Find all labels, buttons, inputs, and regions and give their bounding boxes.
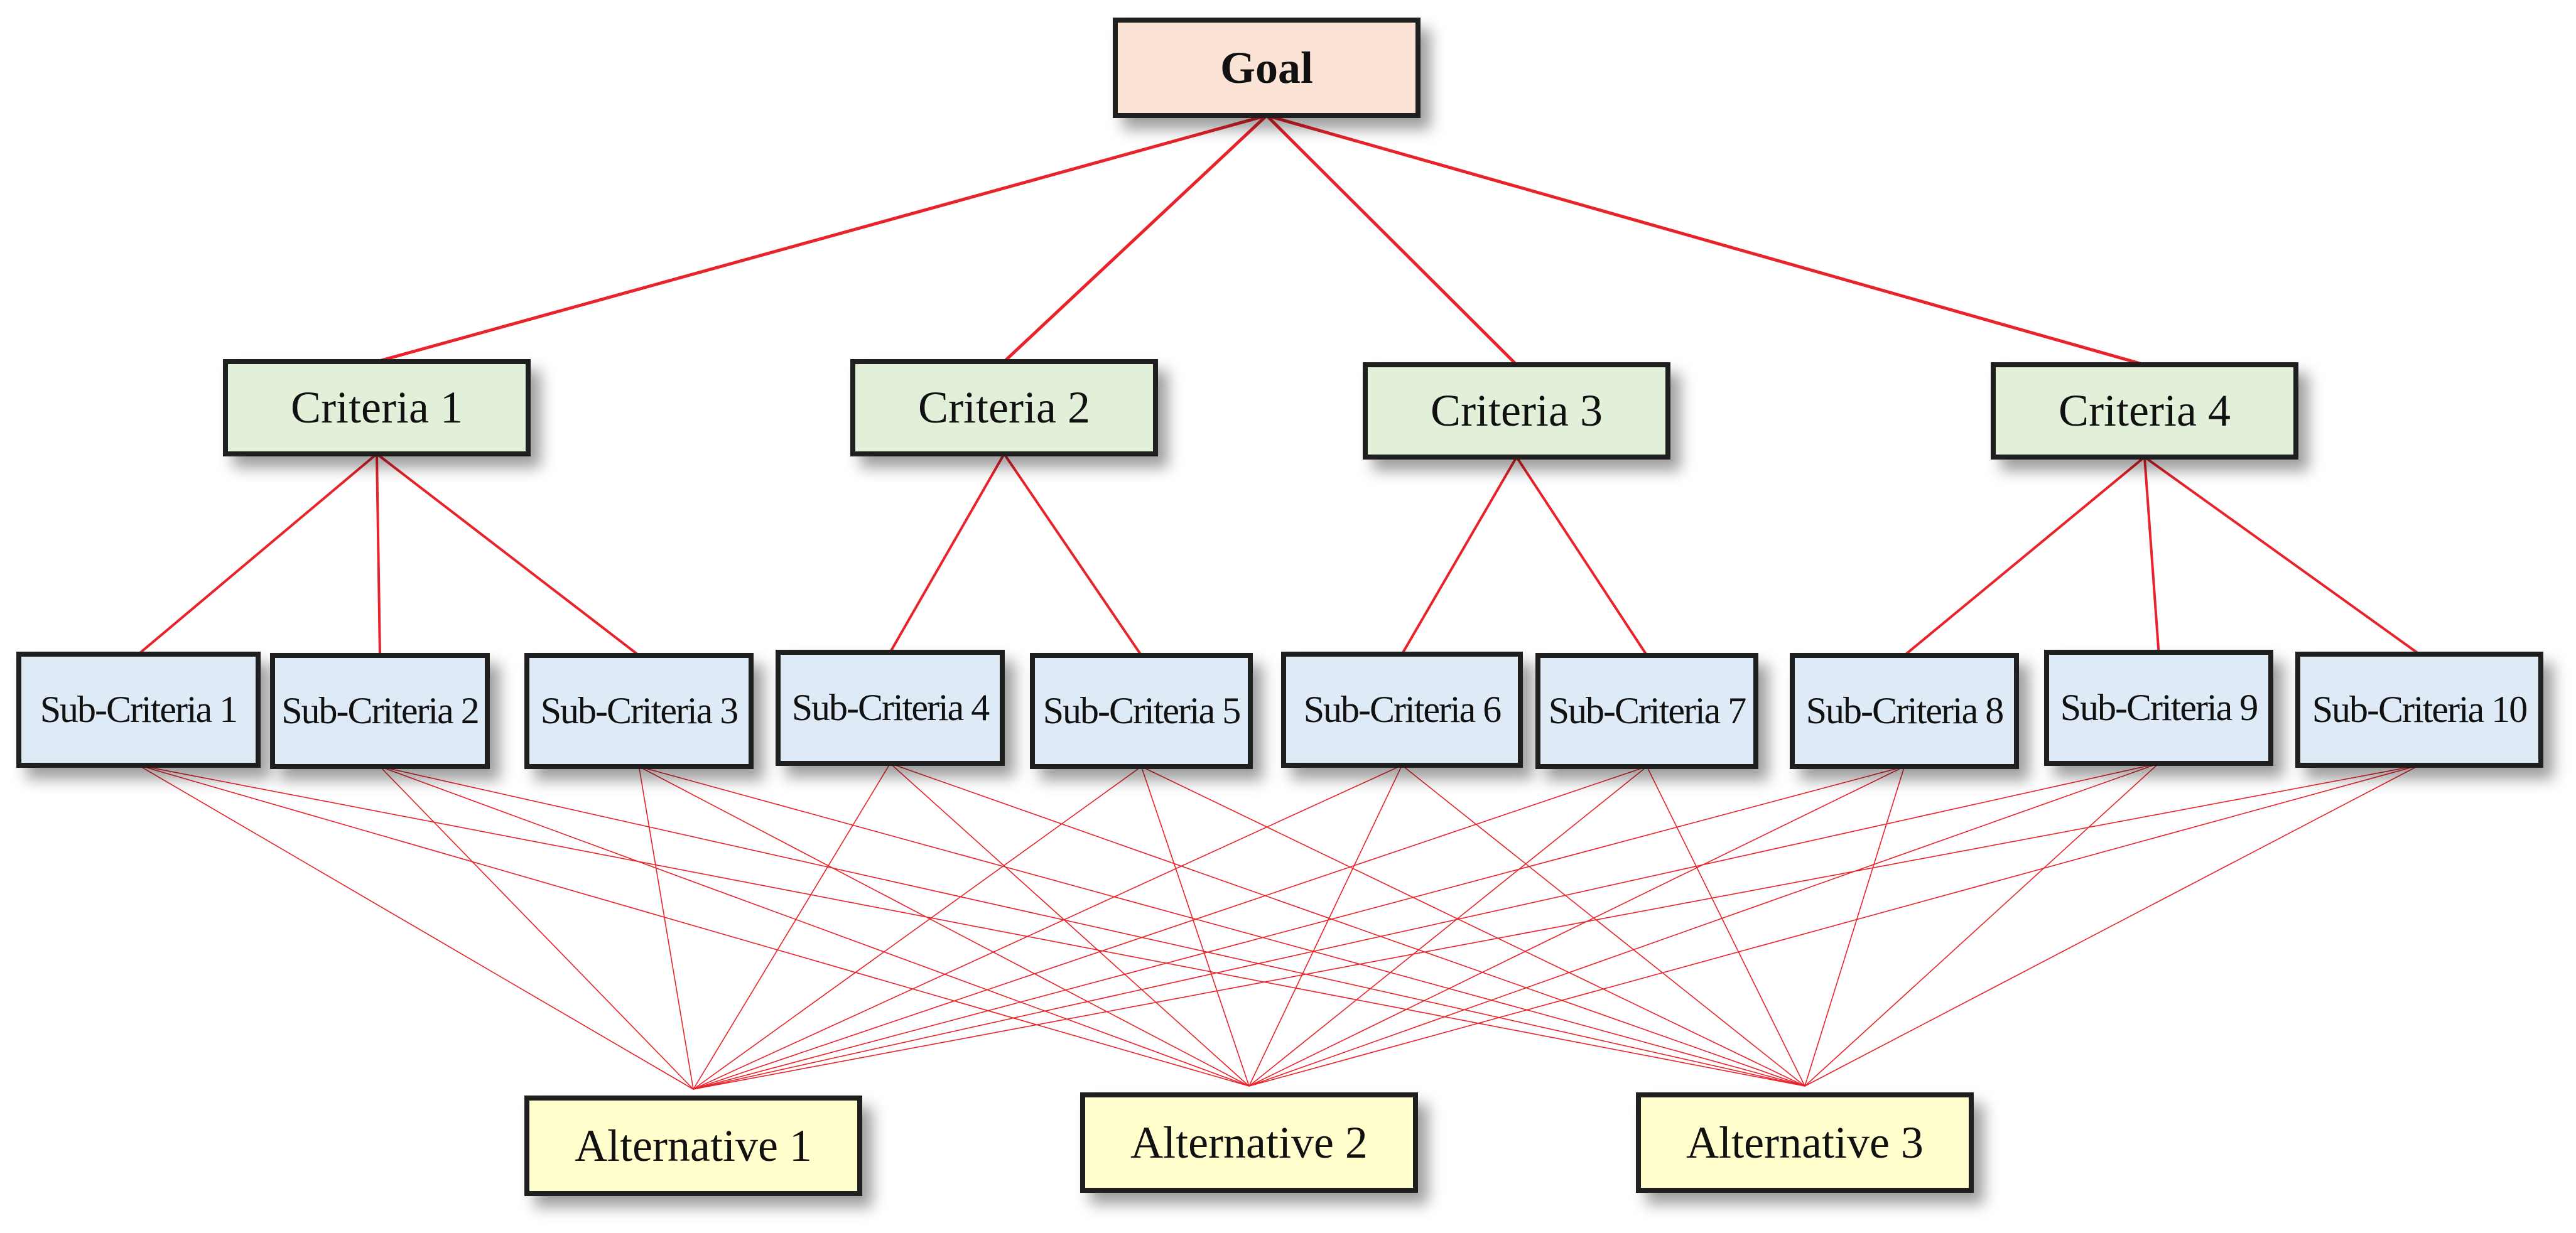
sub-criteria-1-node: Sub-Criteria 1 [16,652,261,768]
sub-criteria-6-node: Sub-Criteria 6 [1281,652,1523,768]
edge-sub-criteria-5-to-alternative-1 [693,766,1142,1090]
edge-sub-criteria-8-to-alternative-3 [1804,766,1905,1087]
edge-sub-criteria-3-to-alternative-1 [638,766,694,1090]
edge-sub-criteria-7-to-alternative-3 [1646,766,1805,1087]
edge-sub-criteria-1-to-alternative-3 [138,765,1805,1087]
edge-sub-criteria-9-to-alternative-3 [1804,763,2160,1087]
edge-sub-criteria-7-to-alternative-2 [1248,766,1648,1087]
edge-criteria-3-to-sub-criteria-6 [1400,456,1518,655]
alternative-3-node: Alternative 3 [1636,1092,1974,1193]
sub-criteria-6-label: Sub-Criteria 6 [1303,689,1502,730]
edge-goal-to-criteria-3 [1265,114,1518,367]
criteria-3-label: Criteria 3 [1431,385,1603,436]
sub-criteria-5-node: Sub-Criteria 5 [1030,653,1253,769]
sub-criteria-9-node: Sub-Criteria 9 [2044,650,2273,766]
edge-sub-criteria-2-to-alternative-1 [379,766,694,1090]
edge-goal-to-criteria-4 [1265,114,2146,367]
sub-criteria-4-node: Sub-Criteria 4 [776,650,1005,766]
edge-sub-criteria-1-to-alternative-2 [138,765,1250,1087]
alternative-2-node: Alternative 2 [1080,1092,1418,1193]
sub-criteria-5-label: Sub-Criteria 5 [1042,690,1242,731]
sub-criteria-2-label: Sub-Criteria 2 [281,690,480,731]
edge-sub-criteria-10-to-alternative-1 [693,765,2420,1090]
criteria-3-node: Criteria 3 [1363,362,1670,460]
sub-criteria-8-label: Sub-Criteria 8 [1805,690,2005,731]
criteria-1-label: Criteria 1 [291,382,463,433]
edge-sub-criteria-4-to-alternative-1 [693,763,891,1090]
edge-sub-criteria-4-to-alternative-2 [889,763,1250,1087]
criteria-4-node: Criteria 4 [1991,362,2298,460]
sub-criteria-1-label: Sub-Criteria 1 [40,689,239,730]
alternative-3-label: Alternative 3 [1686,1117,1924,1168]
edge-criteria-4-to-sub-criteria-8 [1903,456,2146,657]
edge-criteria-1-to-sub-criteria-1 [137,453,378,655]
sub-criteria-7-node: Sub-Criteria 7 [1535,653,1758,769]
edge-sub-criteria-6-to-alternative-2 [1248,765,1403,1087]
sub-criteria-9-label: Sub-Criteria 9 [2060,687,2259,728]
edge-sub-criteria-8-to-alternative-2 [1248,766,1905,1087]
edge-criteria-4-to-sub-criteria-9 [2143,456,2160,654]
edge-sub-criteria-5-to-alternative-2 [1140,766,1250,1087]
edge-sub-criteria-1-to-alternative-1 [138,765,694,1090]
edge-sub-criteria-9-to-alternative-2 [1248,763,2160,1087]
edge-sub-criteria-5-to-alternative-3 [1140,766,1805,1087]
edge-sub-criteria-3-to-alternative-2 [638,766,1250,1087]
edge-sub-criteria-4-to-alternative-3 [889,763,1805,1087]
edge-criteria-2-to-sub-criteria-5 [1003,453,1143,657]
edge-sub-criteria-6-to-alternative-1 [693,765,1403,1090]
sub-criteria-4-label: Sub-Criteria 4 [791,687,990,728]
sub-criteria-2-node: Sub-Criteria 2 [270,653,490,769]
edge-sub-criteria-9-to-alternative-1 [693,763,2160,1090]
edge-sub-criteria-10-to-alternative-3 [1804,765,2420,1087]
alternative-2-label: Alternative 2 [1130,1117,1368,1168]
goal-label: Goal [1220,42,1313,93]
alternative-1-node: Alternative 1 [524,1096,862,1196]
sub-criteria-3-label: Sub-Criteria 3 [540,690,739,731]
criteria-2-label: Criteria 2 [918,382,1090,433]
edge-sub-criteria-8-to-alternative-1 [693,766,1905,1090]
edge-sub-criteria-2-to-alternative-3 [379,766,1805,1087]
sub-criteria-7-label: Sub-Criteria 7 [1548,690,1747,731]
edge-criteria-2-to-sub-criteria-4 [889,453,1005,654]
edge-sub-criteria-6-to-alternative-3 [1401,765,1805,1087]
goal-node: Goal [1113,18,1421,118]
sub-criteria-8-node: Sub-Criteria 8 [1790,653,2019,769]
edge-criteria-3-to-sub-criteria-7 [1515,456,1648,657]
sub-criteria-10-label: Sub-Criteria 10 [2312,689,2528,730]
criteria-1-node: Criteria 1 [223,359,531,456]
edge-sub-criteria-10-to-alternative-2 [1248,765,2420,1087]
alternative-1-label: Alternative 1 [575,1120,812,1171]
edge-sub-criteria-3-to-alternative-3 [638,766,1805,1087]
edge-criteria-4-to-sub-criteria-10 [2143,456,2421,655]
criteria-2-node: Criteria 2 [850,359,1158,456]
edge-criteria-1-to-sub-criteria-2 [376,453,381,657]
sub-criteria-3-node: Sub-Criteria 3 [524,653,754,769]
edge-sub-criteria-2-to-alternative-2 [379,766,1250,1087]
edge-sub-criteria-7-to-alternative-1 [693,766,1648,1090]
edge-criteria-1-to-sub-criteria-3 [376,453,641,657]
sub-criteria-10-node: Sub-Criteria 10 [2295,652,2543,768]
edge-goal-to-criteria-1 [375,114,1269,363]
criteria-4-label: Criteria 4 [2059,385,2231,436]
edge-goal-to-criteria-2 [1002,114,1269,363]
